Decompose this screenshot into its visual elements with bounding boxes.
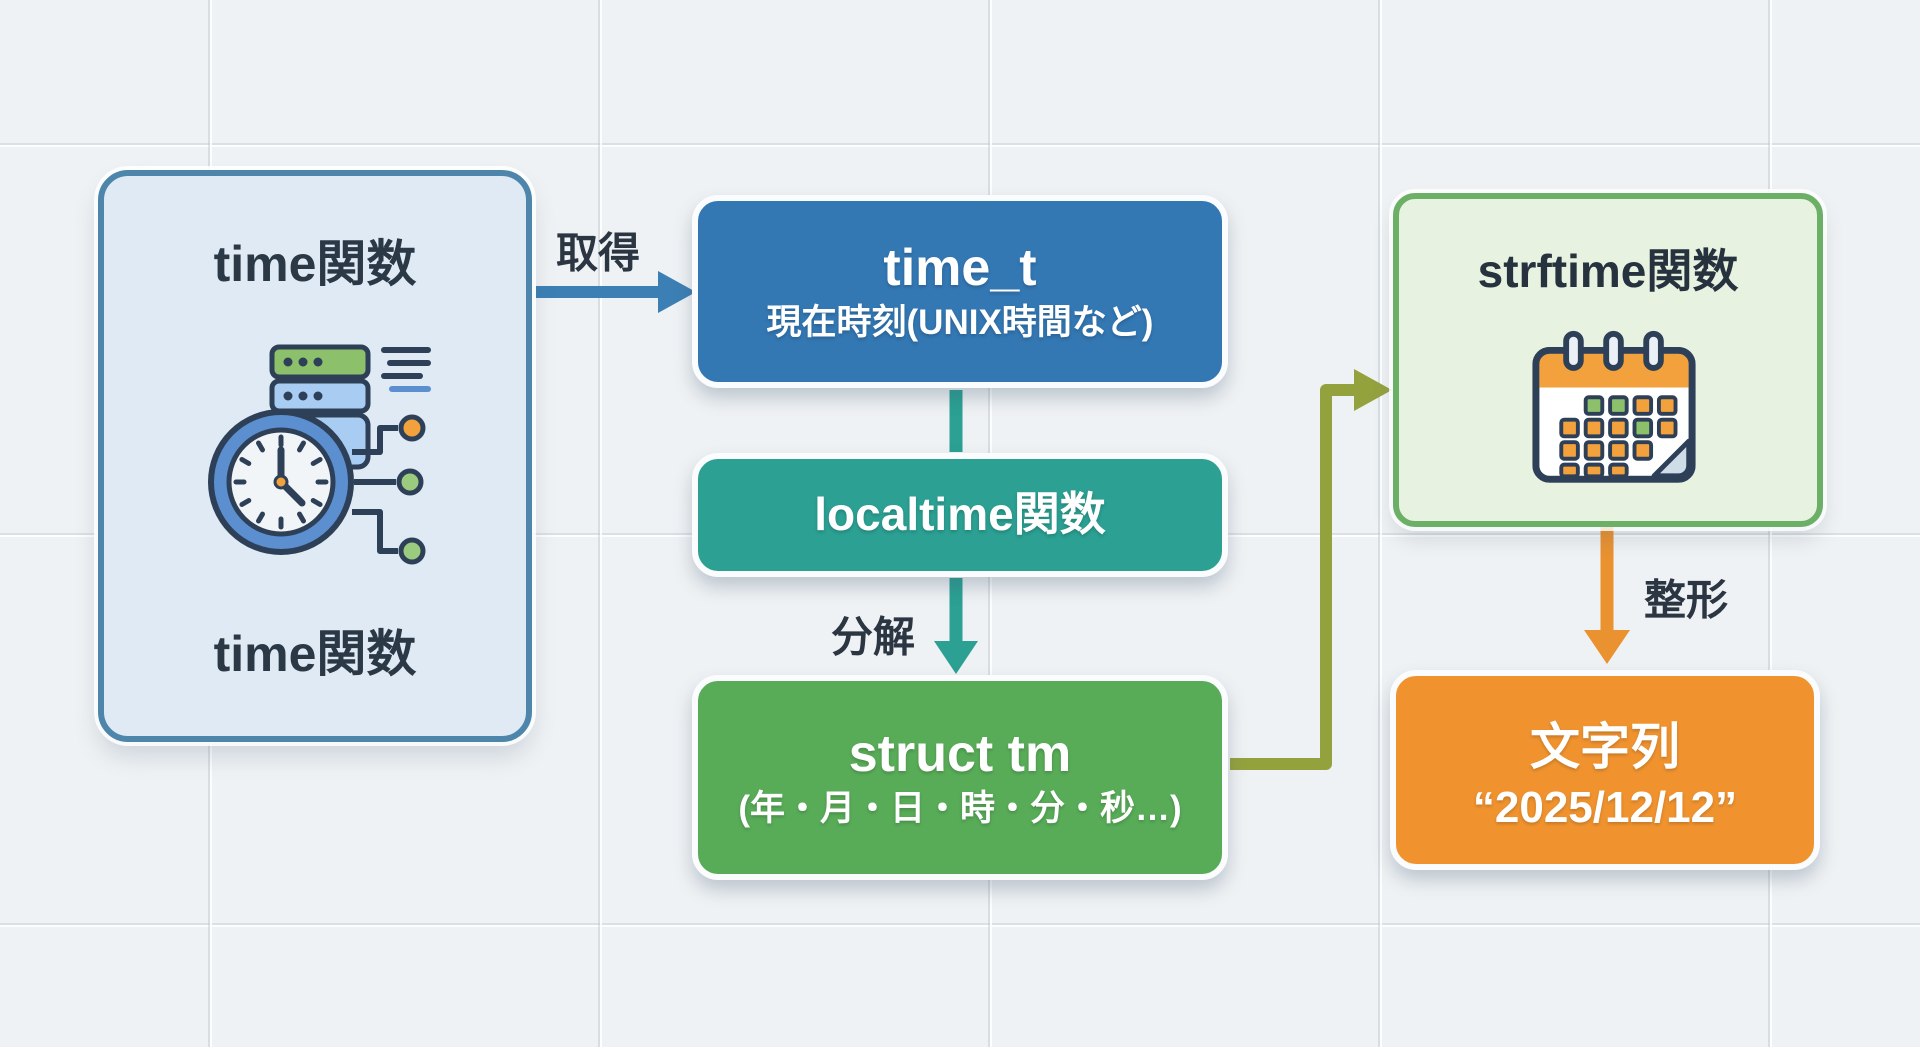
time-t-title: time_t <box>883 239 1037 298</box>
decompose-arrow <box>934 578 978 674</box>
time-t-subtitle: 現在時刻(UNIX時間など) <box>766 303 1154 343</box>
node-struct-tm: struct tm (年・月・日・時・分・秒…) <box>692 675 1228 880</box>
node-strftime: strftime関数 <box>1393 193 1823 527</box>
node-string-result: 文字列 “2025/12/12” <box>1390 670 1820 870</box>
node-time-t: time_t 現在時刻(UNIX時間など) <box>692 195 1228 388</box>
struct-tm-subtitle: (年・月・日・時・分・秒…) <box>738 789 1182 829</box>
localtime-label: localtime関数 <box>814 488 1106 541</box>
format-edge-label: 整形 <box>1643 576 1729 624</box>
decompose-edge-label: 分解 <box>830 613 916 661</box>
result-subtitle: “2025/12/12” <box>1472 783 1738 832</box>
acquire-edge-label: 取得 <box>555 229 641 277</box>
server-clock-circuit-icon <box>208 344 431 565</box>
result-title: 文字列 <box>1530 719 1680 775</box>
node-time-function: time関数 <box>98 170 532 742</box>
strftime-title: strftime関数 <box>1477 245 1739 297</box>
source-title: time関数 <box>213 236 417 292</box>
struct-tm-title: struct tm <box>848 725 1072 784</box>
format-arrow <box>1584 527 1630 664</box>
source-caption: time関数 <box>213 626 417 682</box>
node-localtime: localtime関数 <box>692 453 1228 577</box>
structtm-strftime-elbow-arrow <box>1230 369 1392 770</box>
calendar-icon <box>1532 330 1696 483</box>
